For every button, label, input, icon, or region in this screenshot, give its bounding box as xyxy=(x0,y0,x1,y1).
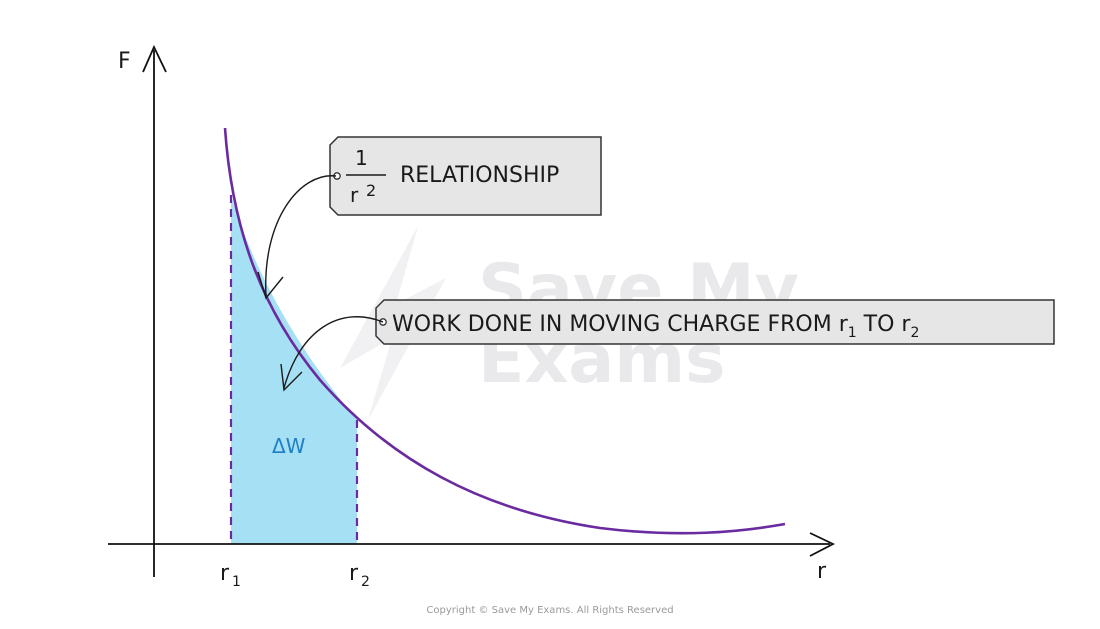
tick-label-r1: r 1 xyxy=(220,561,241,590)
relationship-arrowhead xyxy=(257,271,284,300)
tick-r1-main: r xyxy=(220,561,230,586)
copyright-text: Copyright © Save My Exams. All Rights Re… xyxy=(426,605,673,616)
callout-work-box xyxy=(375,299,1055,345)
work-text-before: WORK DONE IN MOVING CHARGE FROM xyxy=(392,312,839,337)
relationship-denominator-main: r xyxy=(350,183,359,207)
y-axis-arrowhead xyxy=(142,44,167,73)
callout-relationship-box xyxy=(329,136,602,216)
callout-work: WORK DONE IN MOVING CHARGE FROM r1 TO r2 xyxy=(280,299,1055,392)
work-text-between: TO xyxy=(857,312,902,337)
work-arrow xyxy=(283,316,384,389)
tick-r2-main: r xyxy=(349,561,359,586)
work-r1-main: r xyxy=(839,312,849,337)
inverse-square-curve xyxy=(223,127,786,535)
area-label: ΔW xyxy=(272,434,306,458)
y-axis-label: F xyxy=(118,49,131,74)
axes xyxy=(108,44,836,577)
tick-label-r2: r 2 xyxy=(349,561,370,590)
work-r2-main: r xyxy=(901,312,911,337)
work-r2-sub: 2 xyxy=(910,325,919,341)
callout-relationship: 1 r 2 RELATIONSHIP xyxy=(257,136,602,300)
x-axis-label: r xyxy=(817,559,827,584)
tick-r2-sub: 2 xyxy=(361,574,370,590)
relationship-denominator-exp: 2 xyxy=(366,181,376,200)
x-axis-arrowhead xyxy=(809,532,836,557)
work-r1-sub: 1 xyxy=(848,325,857,341)
relationship-numerator: 1 xyxy=(355,146,368,170)
relationship-text: RELATIONSHIP xyxy=(400,163,559,188)
work-area xyxy=(231,195,357,544)
work-text: WORK DONE IN MOVING CHARGE FROM r1 TO r2 xyxy=(392,312,919,341)
tick-r1-sub: 1 xyxy=(232,574,241,590)
relationship-arrow xyxy=(265,175,337,297)
work-arrowhead xyxy=(280,363,303,392)
